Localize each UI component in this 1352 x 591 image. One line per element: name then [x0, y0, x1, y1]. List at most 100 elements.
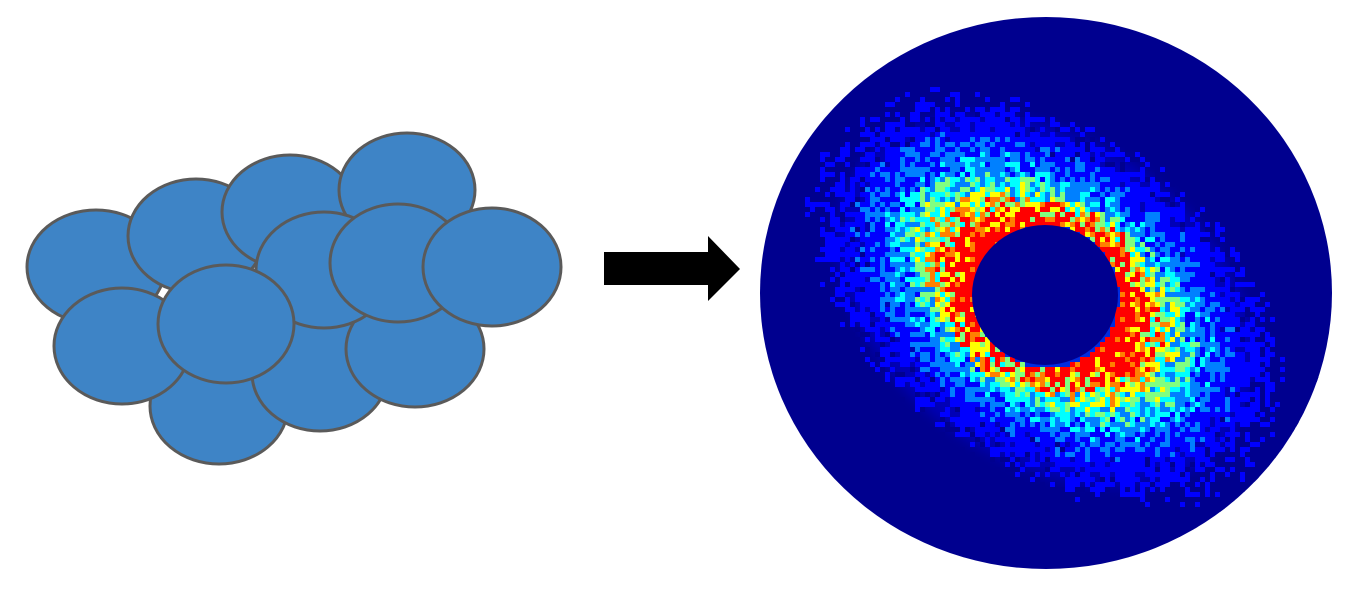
speckle-pixel — [930, 137, 935, 142]
speckle-pixel — [1240, 367, 1245, 372]
speckle-pixel — [855, 392, 860, 397]
speckle-pixel — [1210, 447, 1215, 452]
speckle-pixel — [1120, 452, 1125, 457]
speckle-pixel — [1200, 247, 1205, 252]
speckle-pixel — [930, 267, 935, 272]
speckle-pixel — [855, 297, 860, 302]
speckle-pixel — [995, 427, 1000, 432]
speckle-pixel — [1170, 367, 1175, 372]
speckle-pixel — [1005, 417, 1010, 422]
speckle-pixel — [1045, 177, 1050, 182]
speckle-pixel — [905, 377, 910, 382]
speckle-pixel — [965, 217, 970, 222]
speckle-pixel — [1015, 202, 1020, 207]
speckle-pixel — [1010, 147, 1015, 152]
speckle-pixel — [1040, 217, 1045, 222]
speckle-pixel — [935, 107, 940, 112]
speckle-pixel — [870, 202, 875, 207]
speckle-pixel — [1245, 327, 1250, 332]
speckle-pixel — [1050, 377, 1055, 382]
speckle-pixel — [1045, 157, 1050, 162]
speckle-pixel — [1140, 192, 1145, 197]
speckle-pixel — [830, 322, 835, 327]
speckle-pixel — [1215, 442, 1220, 447]
speckle-pixel — [1190, 337, 1195, 342]
speckle-pixel — [1050, 212, 1055, 217]
speckle-pixel — [1230, 342, 1235, 347]
speckle-pixel — [1130, 377, 1135, 382]
speckle-pixel — [1140, 382, 1145, 387]
speckle-pixel — [1260, 357, 1265, 362]
speckle-pixel — [895, 372, 900, 377]
speckle-pixel — [975, 252, 980, 257]
speckle-pixel — [945, 232, 950, 237]
speckle-pixel — [1165, 412, 1170, 417]
speckle-pixel — [1110, 422, 1115, 427]
speckle-pixel — [1115, 407, 1120, 412]
speckle-pixel — [1280, 447, 1285, 452]
speckle-pixel — [975, 147, 980, 152]
speckle-pixel — [950, 157, 955, 162]
speckle-pixel — [1040, 372, 1045, 377]
speckle-pixel — [930, 322, 935, 327]
speckle-pixel — [1015, 427, 1020, 432]
speckle-pixel — [1195, 457, 1200, 462]
speckle-pixel — [1005, 202, 1010, 207]
speckle-pixel — [1135, 192, 1140, 197]
speckle-pixel — [895, 122, 900, 127]
speckle-pixel — [910, 127, 915, 132]
speckle-pixel — [1095, 242, 1100, 247]
speckle-pixel — [1070, 422, 1075, 427]
speckle-pixel — [1085, 427, 1090, 432]
speckle-pixel — [905, 292, 910, 297]
speckle-pixel — [1035, 157, 1040, 162]
speckle-pixel — [1255, 342, 1260, 347]
speckle-pixel — [1180, 377, 1185, 382]
speckle-pixel — [1060, 397, 1065, 402]
speckle-pixel — [1165, 422, 1170, 427]
speckle-pixel — [920, 142, 925, 147]
speckle-pixel — [1165, 137, 1170, 142]
speckle-pixel — [820, 202, 825, 207]
speckle-pixel — [900, 97, 905, 102]
speckle-pixel — [1215, 407, 1220, 412]
speckle-pixel — [865, 97, 870, 102]
speckle-pixel — [1225, 237, 1230, 242]
speckle-pixel — [995, 202, 1000, 207]
speckle-pixel — [1130, 422, 1135, 427]
speckle-pixel — [1230, 382, 1235, 387]
speckle-pixel — [860, 317, 865, 322]
speckle-pixel — [945, 392, 950, 397]
speckle-pixel — [1180, 382, 1185, 387]
speckle-pixel — [940, 252, 945, 257]
speckle-pixel — [1170, 342, 1175, 347]
speckle-pixel — [1160, 447, 1165, 452]
speckle-pixel — [900, 122, 905, 127]
speckle-pixel — [1195, 232, 1200, 237]
speckle-pixel — [1015, 142, 1020, 147]
speckle-pixel — [1215, 292, 1220, 297]
speckle-pixel — [1145, 267, 1150, 272]
speckle-pixel — [1205, 417, 1210, 422]
speckle-pixel — [825, 302, 830, 307]
speckle-pixel — [1045, 187, 1050, 192]
speckle-pixel — [855, 252, 860, 257]
speckle-pixel — [925, 287, 930, 292]
speckle-pixel — [970, 217, 975, 222]
speckle-pixel — [990, 342, 995, 347]
speckle-pixel — [1120, 167, 1125, 172]
speckle-pixel — [1245, 322, 1250, 327]
speckle-pixel — [1150, 367, 1155, 372]
speckle-pixel — [905, 92, 910, 97]
speckle-pixel — [975, 392, 980, 397]
speckle-pixel — [1165, 272, 1170, 277]
speckle-pixel — [950, 217, 955, 222]
speckle-pixel — [1045, 377, 1050, 382]
speckle-pixel — [970, 67, 975, 72]
speckle-pixel — [1105, 337, 1110, 342]
speckle-pixel — [805, 202, 810, 207]
speckle-pixel — [920, 377, 925, 382]
speckle-pixel — [905, 197, 910, 202]
speckle-pixel — [1025, 147, 1030, 152]
speckle-pixel — [1140, 232, 1145, 237]
